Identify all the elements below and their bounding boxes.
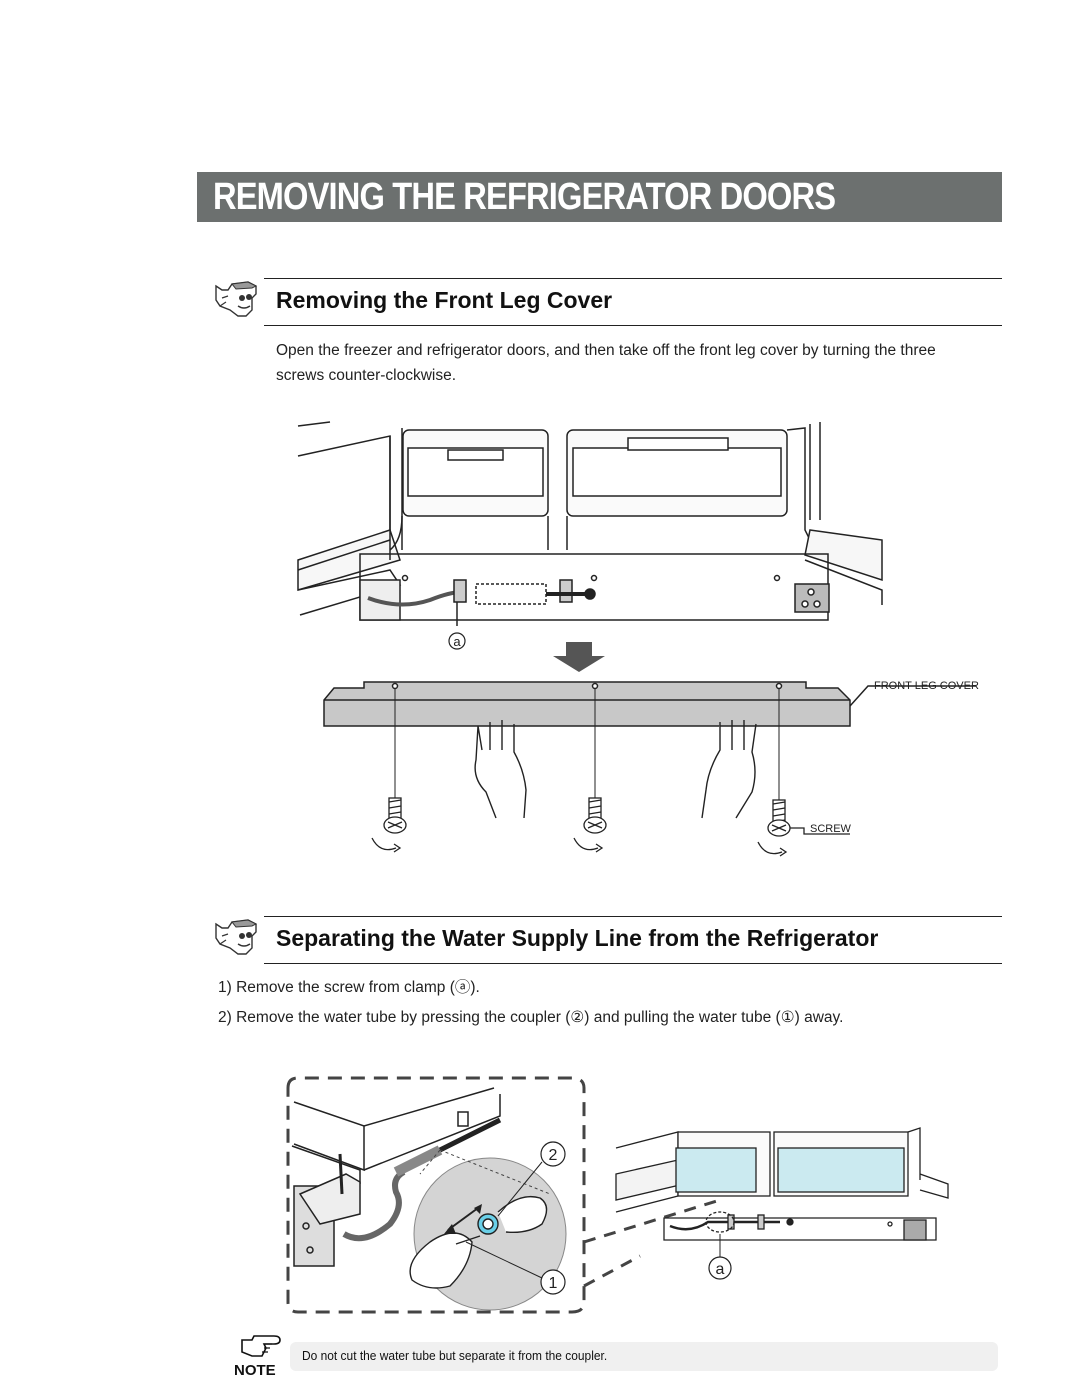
step-2: 2) Remove the water tube by pressing the…: [218, 1009, 844, 1026]
down-arrow-icon: [553, 642, 605, 672]
page-title: REMOVING THE REFRIGERATOR DOORS: [213, 176, 836, 218]
front-leg-cover-label: FRONT LEG COVER: [874, 680, 979, 692]
clamp-label-overview: a: [716, 1261, 725, 1278]
section-heading-water-supply: Separating the Water Supply Line from th…: [212, 916, 1002, 964]
screw-icon: [573, 797, 607, 853]
clamp-label: a: [453, 634, 461, 649]
title-bar: REMOVING THE REFRIGERATOR DOORS: [197, 172, 1002, 222]
front-leg-cover: [323, 681, 976, 727]
section-title: Removing the Front Leg Cover: [276, 287, 613, 313]
screw-label: SCREW: [810, 823, 852, 835]
water-supply-illustration: 2 1 a: [286, 1076, 949, 1314]
pointing-hand-icon: [241, 1335, 281, 1357]
tube-label: 1: [549, 1275, 558, 1292]
screw-icon: [757, 799, 850, 857]
note-label: NOTE: [234, 1362, 276, 1379]
instruction-paragraph: Open the freezer and refrigerator doors,…: [276, 342, 936, 384]
section-heading-front-leg-cover: Removing the Front Leg Cover: [212, 278, 1002, 326]
front-leg-cover-illustration: a FRONT LEG COVER: [297, 421, 979, 857]
coupler-label: 2: [549, 1147, 558, 1164]
section-title: Separating the Water Supply Line from th…: [276, 925, 879, 951]
note-text: Do not cut the water tube but separate i…: [302, 1348, 608, 1363]
step-1: 1) Remove the screw from clamp (ⓐ).: [218, 979, 480, 996]
hand-pointer-icon: [215, 919, 258, 955]
screw-icon: [371, 797, 407, 853]
hands-illustration: [474, 720, 757, 819]
note-box: Do not cut the water tube but separate i…: [290, 1342, 998, 1371]
hand-pointer-icon: [215, 281, 258, 317]
